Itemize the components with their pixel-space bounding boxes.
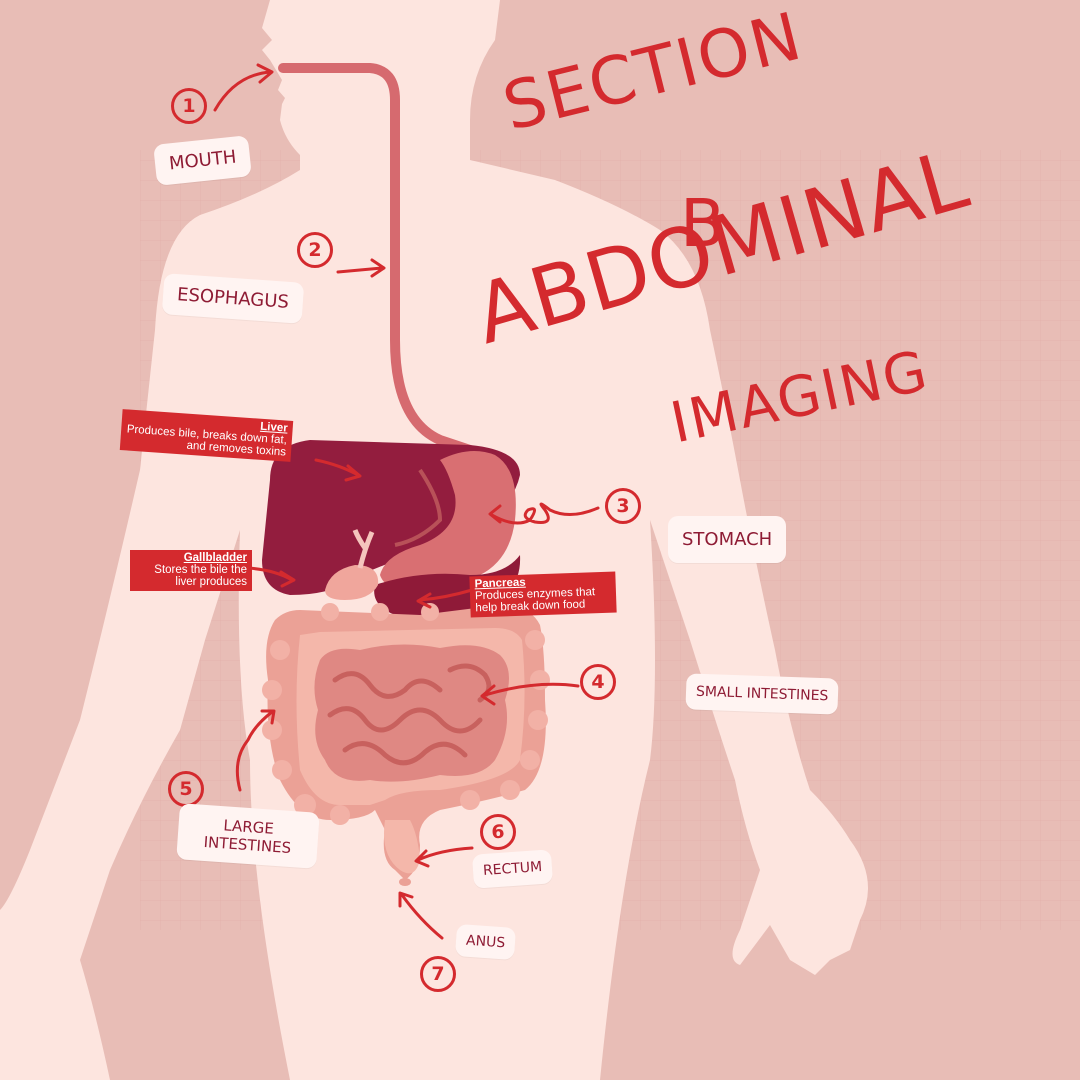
number-badge-6: 6	[480, 814, 516, 850]
title-line-b: B	[680, 185, 728, 262]
rectum-shape	[384, 820, 420, 874]
gallbladder-shape	[325, 565, 379, 600]
anus-shape	[399, 878, 411, 886]
number-badge-2: 2	[297, 232, 333, 268]
label-anus: ANUS	[454, 923, 517, 961]
number-badge-1: 1	[171, 88, 207, 124]
annotation-gallbladder-text: Stores the bile the liver produces	[154, 564, 247, 588]
annotation-gallbladder: Gallbladder Stores the bile the liver pr…	[130, 550, 252, 591]
annotation-gallbladder-title: Gallbladder	[183, 552, 247, 564]
annotation-pancreas: Pancreas Produces enzymes that help brea…	[469, 571, 617, 618]
label-large-intestines: LARGE INTESTINES	[176, 803, 320, 869]
label-stomach: STOMACH	[668, 516, 787, 563]
number-badge-4: 4	[580, 664, 616, 700]
arrow-icon	[213, 63, 600, 940]
number-badge-5: 5	[168, 771, 204, 807]
annotation-pancreas-text: Produces enzymes that help break down fo…	[474, 586, 596, 615]
stomach-shape	[380, 451, 516, 590]
esophagus-tube	[278, 63, 475, 455]
number-badge-3: 3	[605, 488, 641, 524]
label-rectum: RECTUM	[471, 849, 554, 889]
label-small-intestines: SMALL INTESTINES	[685, 673, 839, 715]
number-badge-7: 7	[420, 956, 456, 992]
